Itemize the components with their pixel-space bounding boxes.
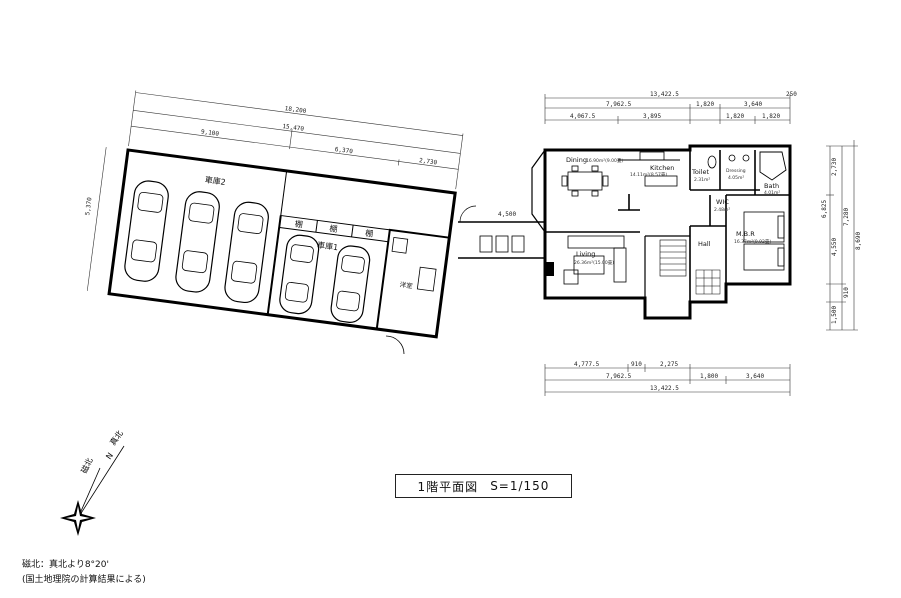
wic-label: WIC — [716, 198, 729, 206]
dressing-area: 4.05m² — [728, 175, 744, 181]
north-compass: 真北 N 磁北 — [60, 428, 125, 536]
garage-divider-wall — [266, 215, 282, 315]
toilet-label: Toilet — [691, 168, 709, 176]
living-sofa — [563, 235, 627, 285]
hall-label: Hall — [698, 240, 711, 248]
kitchen-counter — [644, 175, 678, 187]
dim-house-bottom2-c: 3,640 — [746, 373, 764, 380]
dim-house-bottom-b: 910 — [631, 361, 642, 368]
dim-garage-top-mid: 15,470 — [282, 123, 305, 133]
garage-dimensions — [86, 90, 464, 291]
living-label: Living — [576, 250, 595, 258]
dim-garage-side: 5,370 — [84, 197, 93, 216]
dim-house-top-c: 3,640 — [744, 101, 762, 108]
shelf-label-3: 棚 — [365, 228, 374, 239]
bathtub — [759, 151, 787, 181]
garage2-label: 車庫2 — [204, 174, 226, 187]
source-note: (国土地理院の計算結果による) — [22, 575, 146, 585]
bed — [743, 211, 785, 271]
mbr-area: 16.37m²(9.92畳) — [734, 239, 771, 245]
dim-garage-top-right: 6,370 — [334, 146, 353, 155]
kitchen-area: 14.11m²(8.57畳) — [630, 172, 667, 178]
plan-title-box: 1階平面図 S=1/150 — [395, 474, 572, 498]
dim-garage-top-total: 18,200 — [284, 105, 307, 115]
dim-right-e: 4,550 — [831, 238, 838, 256]
dim-house-top-total: 13,422.5 — [650, 91, 679, 98]
dim-house-sub-d: 1,820 — [762, 113, 780, 120]
plan-name: 1階平面図 — [417, 479, 479, 494]
magnetic-north-label: 磁北 — [79, 456, 95, 475]
dim-house-bottom-c: 2,275 — [660, 361, 678, 368]
dim-house-bottom-a: 4,777.5 — [574, 361, 600, 368]
car-2 — [175, 191, 220, 293]
sink-1 — [728, 154, 736, 162]
fireplace — [546, 262, 554, 276]
garage-block: 棚 棚 棚 洋室 車庫2 車庫1 — [84, 90, 464, 339]
dim-house-top-b: 1,820 — [696, 101, 714, 108]
dim-right-g: 1,500 — [831, 306, 838, 324]
dim-house-sub-b: 3,895 — [643, 113, 661, 120]
dim-right-c: 7,280 — [843, 208, 850, 226]
car-3 — [224, 201, 269, 304]
toilet-fixture — [707, 155, 717, 169]
dim-house-top-a: 7,962.5 — [606, 101, 632, 108]
dim-house-bottom-total: 13,422.5 — [650, 385, 679, 392]
shelf-label-2: 棚 — [329, 223, 338, 234]
kitchen-label: Kitchen — [650, 164, 674, 172]
dim-house-bottom2-b: 1,800 — [700, 373, 718, 380]
garage1-label: 車庫1 — [317, 240, 339, 253]
dim-house-sub-c: 1,820 — [726, 113, 744, 120]
dim-garage-top-left: 9,100 — [201, 128, 220, 137]
western-room — [375, 228, 451, 338]
house-right-dimensions — [826, 140, 858, 331]
dim-right-b: 6,825 — [821, 200, 828, 218]
north-n-label: N — [104, 451, 115, 461]
car-4 — [279, 234, 320, 315]
house-bottom-dimensions — [544, 364, 791, 396]
wic-area: 2.48m² — [714, 207, 730, 213]
mbr-label: M.B.R — [736, 230, 755, 238]
shelf-label-1: 棚 — [294, 218, 303, 229]
staircase — [659, 239, 687, 277]
bath-label: Bath — [764, 182, 779, 190]
bath-area: 4.01m² — [764, 190, 780, 196]
living-area: 26.36m²(15.00畳) — [574, 260, 614, 266]
dim-connector: 4,500 — [498, 211, 516, 218]
magnetic-note: 磁北：真北より8°20' — [22, 560, 109, 570]
car-5 — [330, 245, 371, 323]
dim-house-bottom2-a: 7,962.5 — [606, 373, 632, 380]
house-block: Dining 16.90m²(9.00畳) Kitchen 14.11m²(8.… — [531, 91, 862, 396]
dim-house-top-d: 250 — [786, 91, 797, 98]
dim-house-sub-a: 4,067.5 — [570, 113, 596, 120]
toilet-area: 2.31m² — [694, 177, 710, 183]
dining-area: 16.90m²(9.00畳) — [586, 158, 623, 164]
dim-garage-top-end: 2,730 — [419, 157, 438, 166]
garage-outline — [107, 148, 457, 339]
dining-table — [561, 165, 609, 197]
true-north-label: 真北 — [107, 428, 124, 447]
car-1 — [124, 180, 169, 282]
western-room-label: 洋室 — [399, 280, 414, 291]
entrance-floor — [695, 269, 721, 295]
sink-2 — [742, 154, 750, 162]
dim-right-a: 2,730 — [831, 158, 838, 176]
house-top-dimensions — [544, 94, 791, 124]
connector-passage — [458, 205, 545, 259]
dim-right-f: 910 — [843, 287, 850, 298]
dining-label: Dining — [566, 156, 587, 164]
dressing-label: Dressing — [726, 168, 746, 174]
plan-scale: S=1/150 — [490, 479, 550, 493]
dim-right-d: 8,690 — [855, 232, 862, 250]
